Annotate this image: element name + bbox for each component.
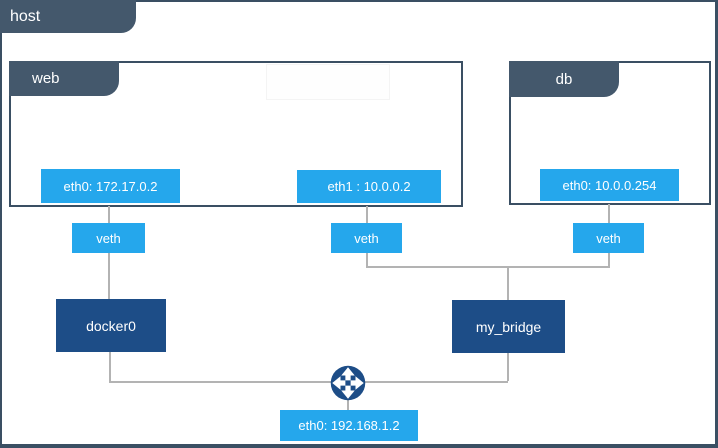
db-eth0-label: eth0: 10.0.0.254	[562, 177, 657, 193]
line-web-eth0-to-veth	[108, 206, 110, 223]
line-veth-to-docker0	[108, 253, 110, 299]
line-veth-mid-down	[366, 253, 368, 268]
veth-left-label: veth	[96, 230, 121, 246]
veth-left-chip: veth	[72, 223, 145, 253]
web-eth1-chip: eth1 : 10.0.0.2	[297, 170, 441, 203]
docker0-label: docker0	[86, 317, 136, 334]
docker0-bridge: docker0	[56, 299, 166, 352]
container-db-tab: db	[509, 61, 619, 97]
line-mybridge-down	[507, 353, 509, 381]
web-eth0-chip: eth0: 172.17.0.2	[41, 169, 180, 203]
my-bridge: my_bridge	[452, 300, 565, 353]
container-web-label: web	[32, 70, 60, 87]
host-tab: host	[0, 0, 136, 33]
db-eth0-chip: eth0: 10.0.0.254	[540, 169, 679, 201]
line-veth-join-horizontal	[366, 266, 610, 268]
veth-right-chip: veth	[573, 223, 644, 253]
container-web-tab: web	[9, 61, 119, 96]
veth-middle-label: veth	[354, 230, 379, 246]
line-join-to-mybridge	[507, 268, 509, 300]
host-eth0-chip: eth0: 192.168.1.2	[280, 410, 418, 441]
empty-placeholder-box	[266, 64, 390, 100]
line-veth-right-down	[608, 253, 610, 268]
host-label: host	[10, 7, 41, 25]
line-router-to-hosteth	[347, 399, 349, 410]
line-docker0-down	[109, 352, 111, 382]
line-bridges-to-router-horizontal	[109, 381, 508, 383]
web-eth1-label: eth1 : 10.0.0.2	[327, 179, 411, 194]
my-bridge-label: my_bridge	[475, 318, 542, 335]
web-eth0-label: eth0: 172.17.0.2	[63, 178, 158, 194]
router-icon	[330, 365, 366, 401]
veth-right-label: veth	[596, 230, 621, 246]
veth-middle-chip: veth	[331, 223, 402, 253]
line-db-eth0-to-veth	[608, 204, 610, 223]
line-web-eth1-to-veth	[366, 206, 368, 223]
container-db-label: db	[555, 70, 573, 88]
host-eth0-label: eth0: 192.168.1.2	[298, 418, 400, 433]
